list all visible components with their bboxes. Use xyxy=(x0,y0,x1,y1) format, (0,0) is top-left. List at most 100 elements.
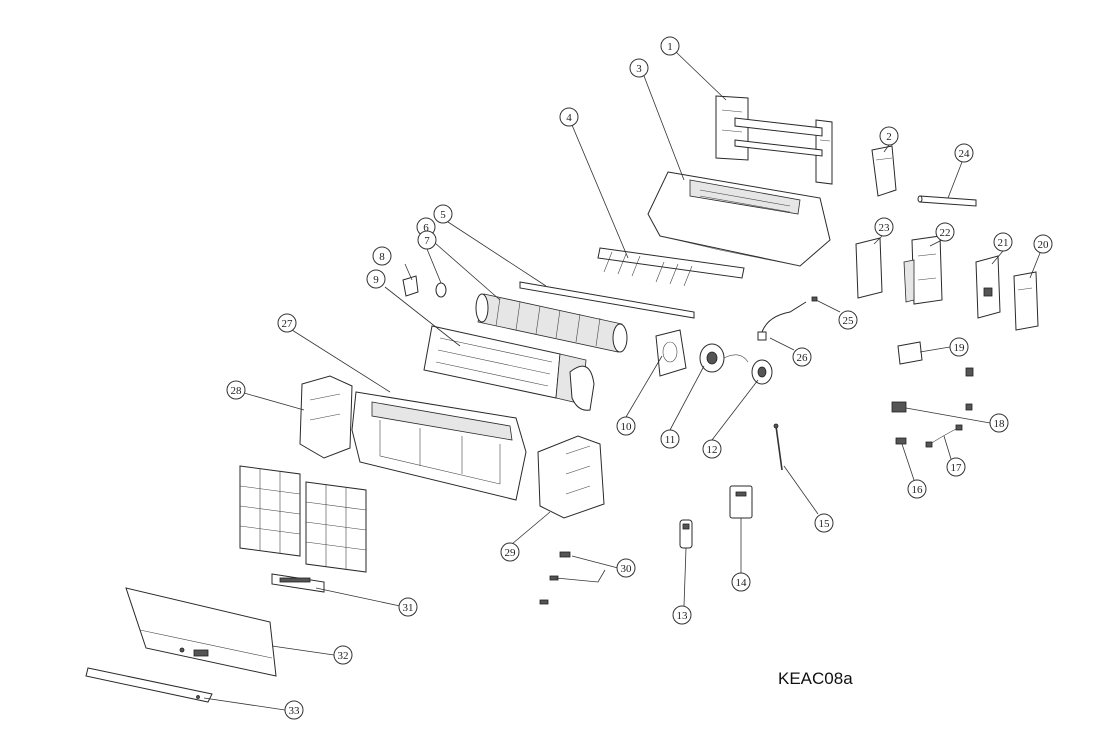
callout-label: 10 xyxy=(621,421,633,433)
callout-4: 4 xyxy=(559,107,579,127)
callout-10: 10 xyxy=(616,416,636,436)
part-control-panel xyxy=(1013,271,1039,331)
callout-label: 1 xyxy=(667,41,673,53)
part-front-panel xyxy=(125,587,277,677)
callout-label: 6 xyxy=(423,222,429,234)
part-crossflow-fan xyxy=(475,293,628,353)
callout-9: 9 xyxy=(366,269,386,289)
callout-label: 17 xyxy=(951,462,963,474)
part-bearing-holder xyxy=(402,275,419,297)
callout-3: 3 xyxy=(629,58,649,78)
part-drain-hose xyxy=(757,301,807,341)
callout-label: 32 xyxy=(338,650,349,662)
part-wire-harness xyxy=(925,424,963,448)
callout-23: 23 xyxy=(874,217,894,237)
callout-20: 20 xyxy=(1033,234,1053,254)
part-screw xyxy=(811,296,818,302)
callout-30: 30 xyxy=(616,558,636,578)
callout-label: 5 xyxy=(440,209,446,221)
part-mounting-plate xyxy=(715,95,833,185)
callout-label: 8 xyxy=(379,251,385,263)
callout-label: 31 xyxy=(403,602,414,614)
part-drain-pipe xyxy=(917,195,977,207)
callout-label: 23 xyxy=(879,222,891,234)
part-right-side-cover xyxy=(537,435,605,519)
part-drive-rod xyxy=(519,281,695,319)
part-front-frame xyxy=(351,391,527,501)
callout-label: 27 xyxy=(282,318,294,330)
callout-27: 27 xyxy=(277,313,297,333)
callout-24: 24 xyxy=(954,143,974,163)
part-motor-cover xyxy=(655,329,687,377)
part-electrical-box xyxy=(903,235,943,305)
part-bracket xyxy=(871,145,897,197)
callout-17: 17 xyxy=(946,457,966,477)
callout-label: 16 xyxy=(912,484,924,496)
callout-31: 31 xyxy=(398,597,418,617)
callout-label: 13 xyxy=(677,610,689,622)
callout-29: 29 xyxy=(500,542,520,562)
callout-label: 7 xyxy=(424,235,430,247)
callout-14: 14 xyxy=(731,572,751,592)
callout-label: 33 xyxy=(289,705,301,717)
part-louver-assembly xyxy=(597,247,745,287)
part-box-cover xyxy=(897,341,974,377)
callout-label: 4 xyxy=(566,112,572,124)
part-temperature-sensor xyxy=(773,423,783,471)
callout-25: 25 xyxy=(838,310,858,330)
callout-18: 18 xyxy=(989,413,1009,433)
part-bearing xyxy=(435,282,447,298)
model-code-label: KEAC08a xyxy=(778,669,853,688)
callout-label: 19 xyxy=(954,342,966,354)
callout-33: 33 xyxy=(284,700,304,720)
callout-label: 20 xyxy=(1038,239,1050,251)
callout-28: 28 xyxy=(226,380,246,400)
callout-label: 26 xyxy=(797,352,809,364)
part-decorative-strip xyxy=(85,667,213,703)
callout-12: 12 xyxy=(702,439,722,459)
callout-1: 1 xyxy=(660,36,680,56)
callout-26: 26 xyxy=(792,347,812,367)
part-left-side-cover xyxy=(299,375,353,459)
callout-5: 5 xyxy=(433,204,453,224)
part-air-filter-left xyxy=(239,465,301,557)
callout-label: 29 xyxy=(505,547,517,559)
callout-32: 32 xyxy=(333,645,353,665)
callout-label: 21 xyxy=(998,237,1009,249)
callout-label: 18 xyxy=(994,418,1006,430)
part-terminal-block xyxy=(891,401,973,413)
callout-label: 30 xyxy=(621,563,633,575)
part-pcb xyxy=(975,255,1001,319)
part-display-board xyxy=(271,573,325,593)
callout-19: 19 xyxy=(949,337,969,357)
callout-label: 12 xyxy=(707,444,718,456)
callout-2: 2 xyxy=(879,126,899,146)
part-chassis xyxy=(647,171,831,267)
callout-8: 8 xyxy=(372,246,392,266)
callout-16: 16 xyxy=(907,479,927,499)
callout-label: 28 xyxy=(231,385,243,397)
callout-label: 11 xyxy=(665,434,676,446)
part-box-bracket xyxy=(855,237,883,299)
part-remote-control xyxy=(679,519,693,549)
part-fan-motor xyxy=(699,343,749,373)
callout-22: 22 xyxy=(935,222,955,242)
callout-label: 24 xyxy=(959,148,971,160)
part-remote-holder xyxy=(729,485,753,519)
part-motor-clamp xyxy=(751,359,773,385)
callout-7: 7 xyxy=(417,230,437,250)
leader-lines xyxy=(203,51,1041,711)
part-screw-set xyxy=(539,551,571,605)
part-connector xyxy=(895,437,907,445)
part-air-filter-right xyxy=(305,481,367,573)
callout-11: 11 xyxy=(660,429,680,449)
callout-label: 25 xyxy=(843,315,855,327)
callout-label: 2 xyxy=(886,131,892,143)
callout-label: 14 xyxy=(736,577,748,589)
callout-label: 9 xyxy=(373,274,379,286)
callout-label: 15 xyxy=(819,518,831,530)
callout-15: 15 xyxy=(814,513,834,533)
callout-label: 3 xyxy=(636,63,642,75)
